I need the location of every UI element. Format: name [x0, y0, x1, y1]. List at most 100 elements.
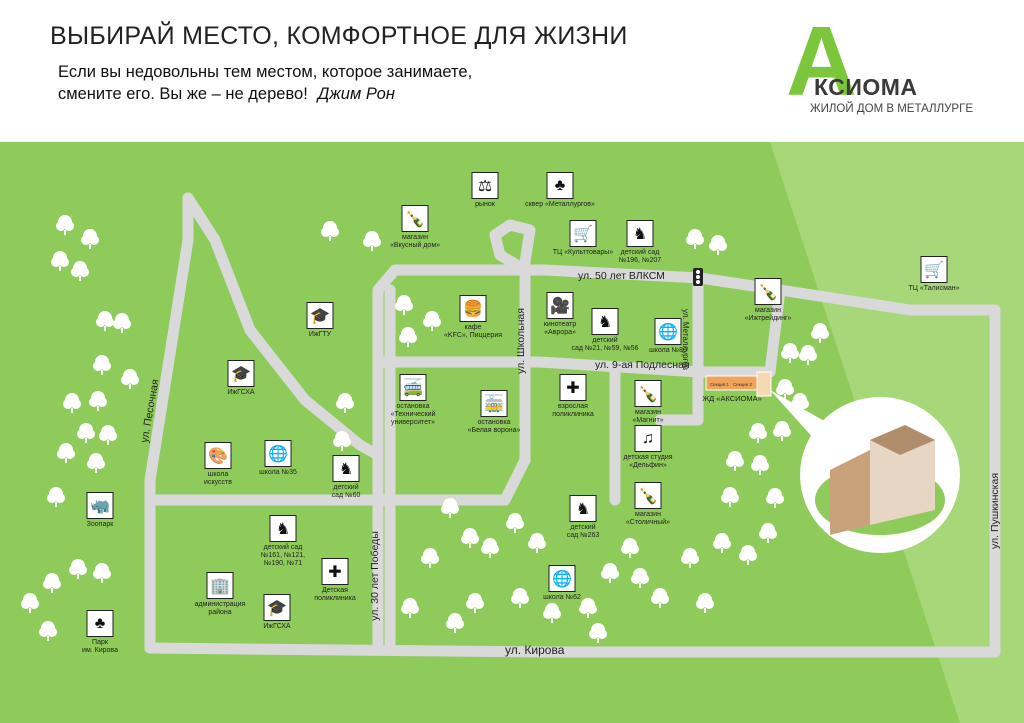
road-peschanaya: [144, 192, 194, 654]
tree-50: [446, 613, 464, 633]
street-label-pobedy: ул. 30 лет Победы: [368, 531, 381, 621]
poi-label-sad196: детский сад №196, №207: [618, 249, 662, 265]
tree-51: [401, 598, 419, 618]
tree-1: [81, 229, 99, 249]
globe-icon: 🌐: [654, 318, 682, 345]
poi-label-zoo: Зоопарк: [86, 521, 114, 528]
tree-61: [589, 623, 607, 643]
poi-label-vkusny: магазин «Вкусный дом»: [389, 234, 441, 250]
tree-28: [709, 235, 727, 255]
street-label-vlksm: ул. 50 лет ВЛКСМ: [578, 270, 665, 282]
rocking-horse-icon: ♞: [269, 515, 297, 542]
tower-roof: [870, 425, 935, 455]
tree-39: [721, 487, 739, 507]
tree-24: [399, 327, 417, 347]
graduation-cap-icon: 🎓: [263, 594, 291, 621]
tree-18: [39, 621, 57, 641]
tree-31: [811, 323, 829, 343]
poi-label-school62: школа №62: [543, 594, 581, 601]
rocking-horse-icon: ♞: [591, 308, 619, 335]
tram-icon: 🚋: [480, 390, 508, 417]
road-pushkinskaya: [774, 284, 1001, 658]
tree-23: [423, 311, 441, 331]
groceries-icon: 🍾: [754, 278, 782, 305]
tree-5: [93, 355, 111, 375]
tree-11: [57, 443, 75, 463]
poi-label-izhgtu: ИжГТУ: [308, 331, 332, 338]
tree-8: [89, 391, 107, 411]
tree-37: [751, 455, 769, 475]
section2-label: Секция 2: [733, 382, 752, 387]
poi-label-park: Парк им. Кирова: [82, 639, 118, 655]
tree-36: [726, 451, 744, 471]
globe-icon: 🌐: [548, 565, 576, 592]
rhino-icon: 🦏: [86, 492, 114, 519]
groceries-icon: 🍾: [634, 380, 662, 407]
street-label-metallurgov: ул. Металлургов: [681, 308, 691, 371]
poi-label-sad60: детский сад №60: [331, 484, 361, 500]
tree-53: [543, 603, 561, 623]
poi-label-belaya: остановка «Белая ворона»: [467, 419, 521, 435]
poi-label-poliklinika: взрослая поликлиника: [552, 403, 594, 419]
quote-author: Джим Рон: [317, 85, 395, 103]
headline: ВЫБИРАЙ МЕСТО, КОМФОРТНОЕ ДЛЯ ЖИЗНИ: [50, 22, 628, 50]
tree-0: [56, 215, 74, 235]
tree-48: [421, 548, 439, 568]
road-kirova: [144, 642, 1001, 658]
road-loop: [489, 219, 536, 276]
tree-15: [43, 573, 61, 593]
poi-label-rynok: рынок: [475, 201, 495, 208]
poi-label-izhtrading: магазин «Ижтрейдинг»: [744, 307, 792, 323]
rocking-horse-icon: ♞: [332, 455, 360, 482]
tree-4: [96, 311, 114, 331]
tree-25: [336, 393, 354, 413]
fast-food-icon: 🍔: [459, 295, 487, 322]
poi-label-kultovary: ТЦ «Культтовары»: [552, 249, 614, 256]
poi-label-stolichny: магазин «Столичный»: [625, 511, 671, 527]
destination-tower: [756, 371, 772, 397]
tree-29: [781, 343, 799, 363]
trees: [21, 215, 829, 643]
road-diagonal: [182, 192, 384, 461]
groceries-icon: 🍾: [634, 482, 662, 509]
destination-building: Секция 1 Секция 2: [705, 371, 772, 397]
tree-49: [466, 593, 484, 613]
poi-label-izhgsha2: ИжГСХА: [263, 623, 291, 630]
tree-30: [799, 345, 817, 365]
tree-34: [749, 423, 767, 443]
tree-35: [773, 421, 791, 441]
poi-label-izhgsha1: ИжГСХА: [227, 389, 255, 396]
street-label-shkolnaya: ул. Школьная: [514, 308, 527, 374]
groceries-icon: 🍾: [401, 205, 429, 232]
poi-label-delfin: детская студия «Дельфин»: [623, 454, 673, 470]
poi-label-skver: сквер «Металлургов»: [525, 201, 595, 208]
shopping-cart-icon: 🛒: [569, 220, 597, 247]
poi-label-school80: школа №80: [649, 347, 687, 354]
tree-46: [506, 513, 524, 533]
globe-icon: 🌐: [264, 440, 292, 467]
film-camera-icon: 🎥: [546, 292, 574, 319]
road-podlesnaya: [372, 356, 776, 378]
tree-58: [651, 588, 669, 608]
tree-45: [481, 538, 499, 558]
tree-40: [713, 533, 731, 553]
tree-55: [601, 563, 619, 583]
road-shkolnaya: [144, 264, 531, 506]
office-building-icon: 🏢: [206, 572, 234, 599]
zoom-callout: [770, 390, 960, 553]
tree-2: [51, 251, 69, 271]
quote-line-1: Если вы недовольны тем местом, которое з…: [58, 63, 473, 81]
shopping-cart-icon: 🛒: [920, 256, 948, 283]
lyre-icon: ♫: [634, 425, 662, 452]
tree-14: [93, 563, 111, 583]
doctor-icon: ✚: [559, 374, 587, 401]
poi-label-kfc: кафе «KFC», Пиццерия: [443, 324, 503, 340]
palette-icon: 🎨: [204, 442, 232, 469]
quote-line-2: смените его. Вы же – не дерево!Джим Рон: [58, 85, 395, 104]
street-label-pushkinskaya: ул. Пушкинская: [989, 472, 1002, 550]
tree-16: [69, 559, 87, 579]
scale-icon: ⚖: [471, 172, 499, 199]
street-label-podlesnaya: ул. 9-ая Подлесная: [595, 359, 690, 371]
tree-41: [739, 545, 757, 565]
tree-54: [579, 598, 597, 618]
